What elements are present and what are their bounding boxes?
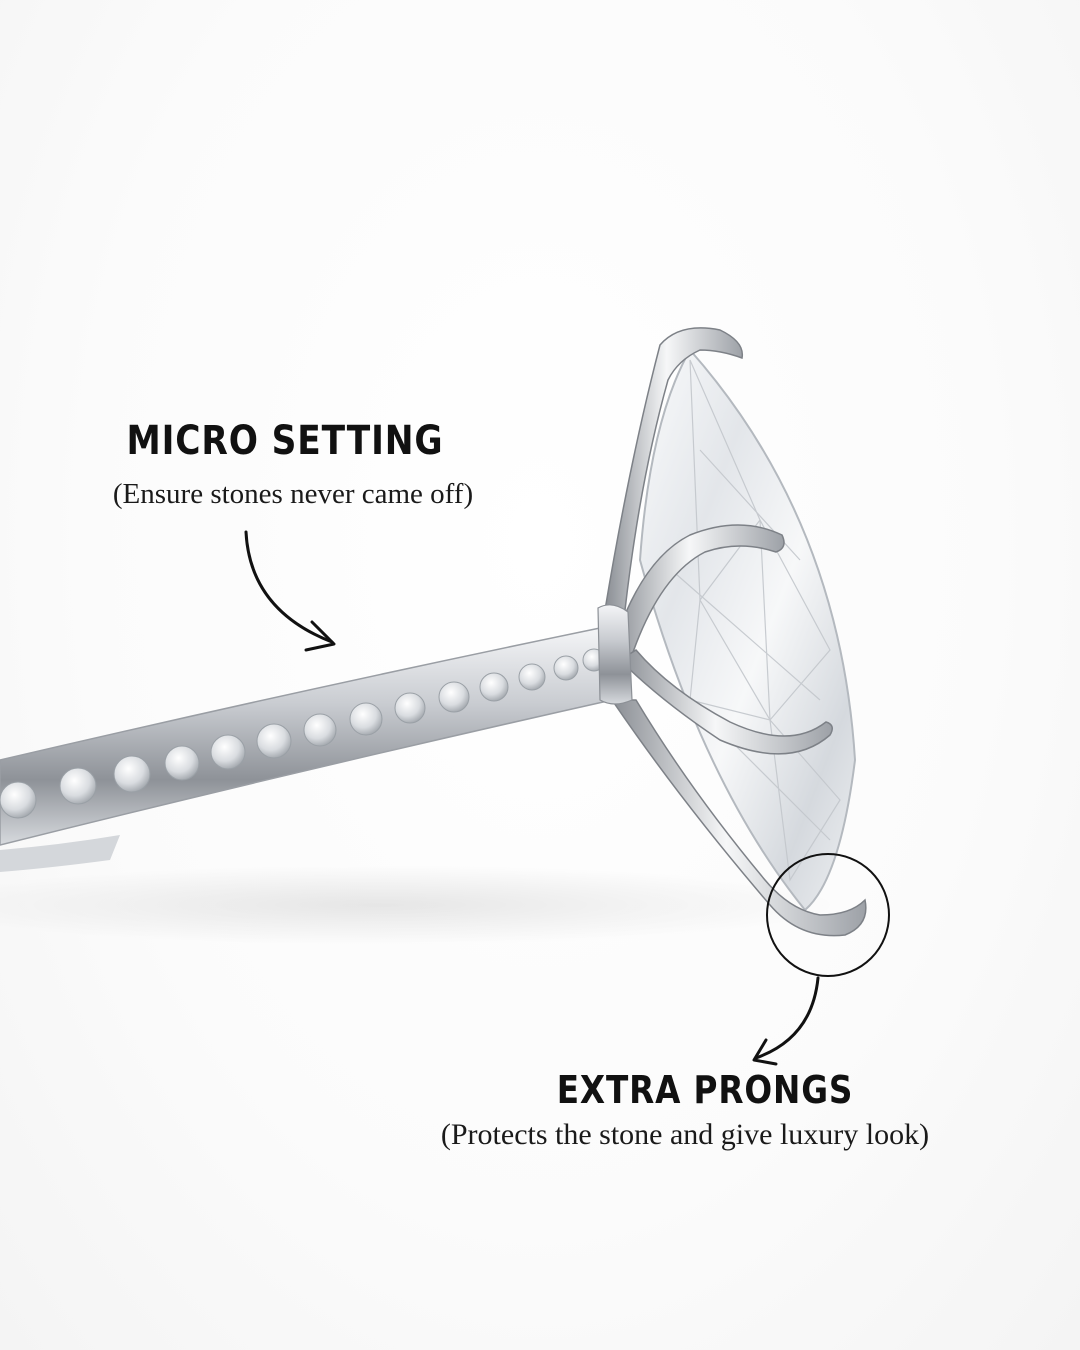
pave-stone — [210, 734, 246, 770]
extra-prongs-arrow — [754, 976, 820, 1060]
back-band — [0, 835, 120, 872]
ring-shadow — [0, 865, 840, 945]
micro-setting-title: MICRO SETTING — [126, 418, 444, 464]
prong-base — [597, 604, 633, 705]
pave-stone — [0, 781, 37, 819]
pave-stone — [479, 672, 509, 702]
micro-setting-arrowhead — [304, 620, 336, 652]
pave-stone — [59, 767, 97, 805]
pave-stone — [164, 745, 200, 781]
pave-diamonds — [0, 648, 606, 819]
micro-setting-arrow — [244, 530, 334, 644]
prong-highlight-circle — [766, 853, 890, 977]
pave-stone — [113, 755, 151, 793]
extra-prongs-title: EXTRA PRONGS — [556, 1068, 854, 1112]
center-stone — [638, 348, 857, 912]
bottom-prong — [610, 699, 867, 937]
extra-prongs-subtitle: (Protects the stone and give luxury look… — [440, 1118, 930, 1151]
micro-setting-subtitle: (Ensure stones never came off) — [112, 478, 474, 510]
top-prong — [604, 327, 744, 611]
pave-stone — [553, 655, 579, 681]
pave-stone — [303, 713, 337, 747]
front-prong-lower — [618, 649, 833, 755]
pave-stone — [349, 702, 383, 736]
pave-stone — [256, 723, 292, 759]
pave-stone — [394, 692, 426, 724]
pave-stone — [438, 681, 470, 713]
pave-stone — [518, 663, 546, 691]
extra-prongs-arrowhead — [752, 1038, 778, 1066]
